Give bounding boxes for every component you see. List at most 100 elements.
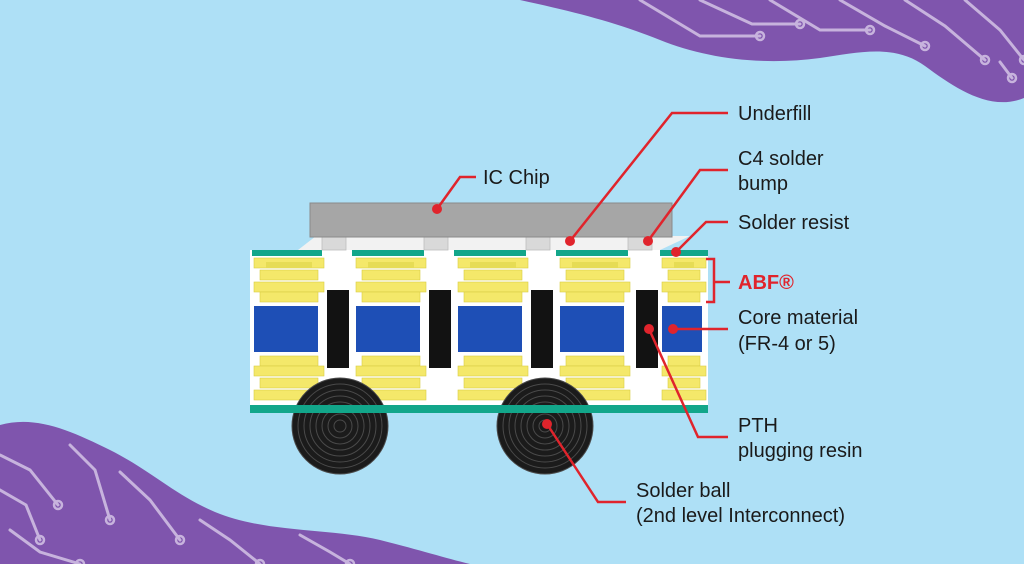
underfill	[298, 236, 690, 250]
solder-balls	[291, 377, 594, 475]
abf-pad-inner	[470, 262, 516, 268]
abf-pad	[457, 365, 529, 377]
label-core-line2: (FR-4 or 5)	[738, 333, 836, 355]
circuit-trace	[0, 488, 42, 542]
pth-column	[531, 290, 553, 368]
callout-solder-ball	[545, 423, 626, 504]
circuit-trace	[0, 453, 60, 507]
label-pth-line2: plugging resin	[738, 440, 863, 462]
solder-ball-ring	[309, 395, 371, 457]
pth-column	[429, 290, 451, 368]
abf-pad	[361, 355, 421, 367]
solder-ball-ring	[291, 377, 389, 475]
abf-pad-inner	[572, 262, 618, 268]
c4-bump	[423, 236, 449, 251]
circuit-node	[104, 514, 116, 526]
abf-bracket	[706, 257, 716, 304]
solder-ball-ring	[508, 389, 582, 463]
wave-bottom-left	[0, 421, 470, 564]
labels: IC Chip Underfill C4 solder bump Solder …	[483, 103, 863, 527]
abf-pad	[565, 291, 625, 303]
solder-ball-ring	[520, 401, 570, 451]
pth-column	[327, 290, 349, 368]
circuit-node	[754, 30, 766, 42]
dot-solder-resist	[671, 247, 681, 257]
label-c4-line2: bump	[738, 173, 788, 195]
abf-pad	[565, 377, 625, 389]
label-solder-resist: Solder resist	[738, 212, 850, 234]
label-abf: ABF®	[738, 272, 794, 294]
solder-resist-segment	[252, 250, 322, 256]
circuit-trace	[298, 533, 352, 564]
abf-pad	[661, 365, 707, 377]
core-block	[458, 306, 522, 352]
abf-pad	[259, 291, 319, 303]
abf-pad	[565, 355, 625, 367]
circuit-traces-top	[638, 0, 1024, 84]
circuit-trace	[118, 470, 182, 542]
solder-ball-ring	[502, 383, 588, 469]
c4-bump	[321, 236, 347, 251]
callout-c4	[646, 168, 728, 242]
core-block	[356, 306, 420, 352]
dot-c4	[643, 236, 653, 246]
abf-pad	[463, 269, 523, 281]
abf-pad	[667, 377, 701, 389]
solder-resist-bottom	[250, 405, 708, 413]
abf-pad	[661, 281, 707, 293]
solder-resist-segment	[660, 250, 708, 256]
circuit-node	[254, 558, 266, 564]
circuit-node	[52, 499, 64, 511]
callouts	[435, 111, 730, 504]
abf-pad	[565, 269, 625, 281]
circuit-node	[174, 534, 186, 546]
abf-pad	[667, 355, 701, 367]
circuit-trace	[638, 0, 762, 38]
dot-ic-chip	[432, 204, 442, 214]
abf-pad	[661, 389, 707, 401]
abf-layers	[253, 257, 707, 401]
solder-resist-segment	[454, 250, 526, 256]
c4-bump	[525, 236, 551, 251]
wave-top-right	[520, 0, 1024, 103]
abf-pad	[355, 365, 427, 377]
circuit-traces-bottom	[0, 443, 356, 564]
core-material	[254, 306, 702, 352]
circuit-node	[74, 558, 86, 564]
abf-pad	[559, 365, 631, 377]
circuit-trace	[838, 0, 927, 48]
callout-ic-chip	[435, 175, 476, 210]
abf-pad	[361, 377, 421, 389]
abf-pad	[259, 269, 319, 281]
circuit-trace	[8, 528, 82, 564]
solder-ball-ring	[315, 401, 365, 451]
circuit-node	[1006, 72, 1018, 84]
package	[250, 202, 708, 475]
circuit-trace	[768, 0, 872, 32]
circuit-decor-top-right	[520, 0, 1024, 103]
solder-resist-segment	[556, 250, 628, 256]
abf-pad	[361, 291, 421, 303]
solder-resist-top	[252, 250, 708, 256]
abf-pad	[559, 281, 631, 293]
callout-underfill	[569, 111, 728, 242]
dot-core	[668, 324, 678, 334]
dot-underfill	[565, 236, 575, 246]
dot-solder-ball	[542, 419, 552, 429]
circuit-node	[864, 24, 876, 36]
circuit-node	[344, 558, 356, 564]
circuit-node	[794, 18, 806, 30]
circuit-trace	[68, 443, 112, 522]
label-ball-line2: (2nd level Interconnect)	[636, 505, 845, 527]
dot-pth	[644, 324, 654, 334]
abf-pad	[463, 291, 523, 303]
abf-pad	[253, 365, 325, 377]
abf-pad	[355, 281, 427, 293]
callout-solder-resist	[675, 220, 728, 253]
c4-solder-bumps	[321, 236, 653, 251]
circuit-trace	[903, 0, 987, 62]
core-block	[254, 306, 318, 352]
abf-pad	[457, 281, 529, 293]
